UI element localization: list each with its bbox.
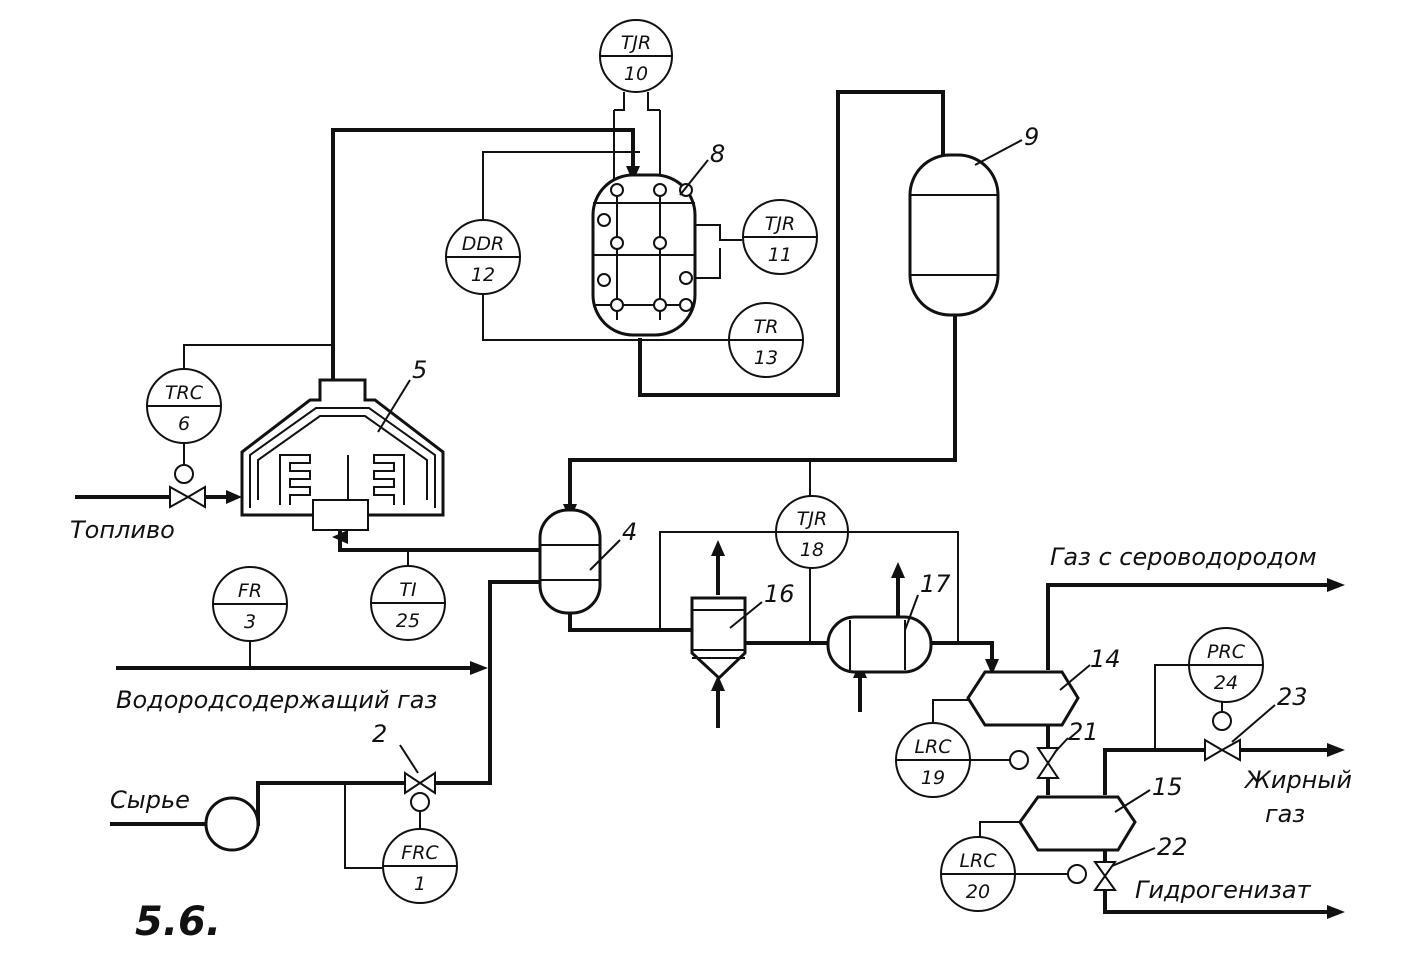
instrument-tag: FR — [238, 580, 262, 602]
instrument-tjr-18: TJR 18 — [775, 495, 849, 569]
label-h2s-gas: Газ с сероводородом — [1050, 543, 1317, 571]
label-2: 2 — [372, 720, 387, 748]
feed-pump — [204, 796, 260, 852]
instrument-number: 1 — [414, 873, 426, 895]
valve-21 — [1009, 747, 1060, 779]
instrument-number: 19 — [921, 767, 945, 789]
cooler-17 — [826, 615, 933, 674]
instrument-number: 18 — [800, 539, 824, 561]
label-16: 16 — [764, 580, 795, 608]
instrument-ti-25: TI 25 — [370, 565, 446, 641]
instrument-trc-6: TRC 6 — [146, 368, 222, 444]
instrument-number: 13 — [754, 347, 778, 369]
figure-mark: 5.6. — [135, 899, 221, 945]
label-21: 21 — [1068, 718, 1099, 746]
instrument-tag: PRC — [1207, 641, 1246, 663]
separator-14 — [966, 670, 1080, 727]
label-fat-gas-1: Жирный — [1243, 766, 1352, 794]
exchanger-4 — [538, 508, 602, 615]
instrument-tag: LRC — [959, 850, 997, 872]
instrument-number: 3 — [244, 611, 256, 633]
furnace-5 — [240, 378, 445, 531]
instrument-tag: TJR — [797, 508, 827, 530]
label-5: 5 — [412, 356, 427, 384]
instrument-fr-3: FR 3 — [212, 566, 288, 642]
label-15: 15 — [1152, 773, 1183, 801]
instrument-tag: FRC — [401, 842, 439, 864]
label-17: 17 — [920, 570, 951, 598]
instrument-tag: LRC — [914, 736, 952, 758]
instrument-lrc-19: LRC 19 — [895, 722, 971, 798]
label-hydrogenate: Гидрогенизат — [1135, 876, 1312, 904]
reactor-8 — [591, 173, 697, 337]
valve-22 — [1067, 861, 1117, 891]
instrument-tag: TR — [754, 316, 779, 338]
cooler-16 — [690, 596, 747, 681]
signal-lines — [183, 92, 1223, 875]
instrument-number: 25 — [396, 610, 420, 632]
vessel-9 — [908, 153, 1000, 317]
instrument-tag: DDR — [462, 233, 504, 255]
instrument-number: 11 — [768, 244, 792, 266]
label-23: 23 — [1277, 683, 1308, 711]
instrument-number: 12 — [471, 264, 495, 286]
label-hydrogen-gas: Водородсодержащий газ — [116, 686, 437, 714]
label-fuel: Топливо — [70, 516, 175, 544]
label-feed: Сырье — [110, 786, 190, 814]
label-14: 14 — [1090, 645, 1121, 673]
instrument-tr-13: TR 13 — [728, 302, 804, 378]
instrument-frc-1: FRC 1 — [382, 828, 458, 904]
equipment-numbers: 2 4 5 8 9 14 15 16 17 21 22 23 — [372, 123, 1308, 867]
valve-2 — [404, 771, 436, 812]
instrument-tag: TJR — [765, 213, 795, 235]
label-22: 22 — [1157, 833, 1188, 861]
instrument-tag: TJR — [621, 32, 651, 54]
valve-23 — [1204, 711, 1241, 762]
instrument-number: 24 — [1214, 672, 1238, 694]
instrument-ddr-12: DDR 12 — [445, 219, 521, 295]
separator-15 — [1018, 795, 1137, 852]
instrument-number: 10 — [624, 63, 648, 85]
instrument-prc-24: PRC 24 — [1188, 627, 1264, 703]
instrument-tag: TI — [399, 579, 417, 601]
stream-labels: Топливо Водородсодержащий газ Сырье Газ … — [70, 516, 1352, 904]
valve-fuel — [169, 464, 206, 509]
instrument-tjr-10: TJR 10 — [599, 19, 673, 93]
instrument-number: 6 — [178, 413, 190, 435]
instrument-number: 20 — [966, 881, 990, 903]
instrument-tag: TRC — [165, 382, 204, 404]
instrument-tjr-11: TJR 11 — [742, 199, 818, 275]
label-9: 9 — [1024, 123, 1039, 151]
label-fat-gas-2: газ — [1265, 800, 1305, 828]
instrument-lrc-20: LRC 20 — [940, 836, 1016, 912]
label-8: 8 — [710, 140, 725, 168]
label-4: 4 — [622, 518, 637, 546]
